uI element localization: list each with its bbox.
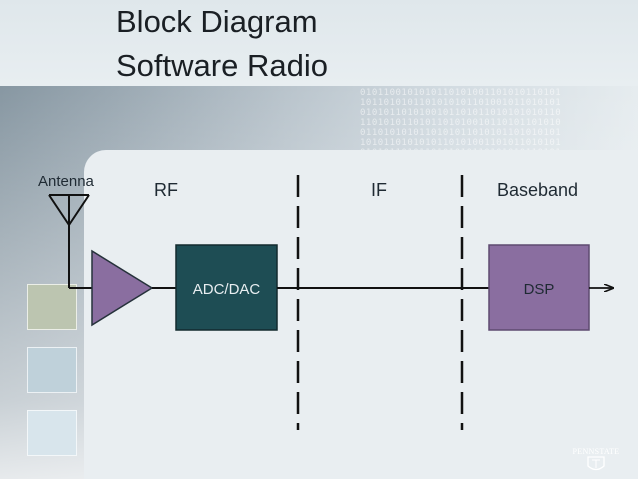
adc-dac-label: ADC/DAC bbox=[193, 281, 261, 298]
section-label-baseband: Baseband bbox=[497, 180, 578, 200]
dsp-label: DSP bbox=[524, 281, 555, 298]
section-label-if: IF bbox=[371, 180, 387, 200]
shield-icon bbox=[587, 456, 605, 471]
section-label-rf: RF bbox=[154, 180, 178, 200]
pennstate-logo: PENNSTATE bbox=[573, 447, 620, 471]
logo-wordmark: PENNSTATE bbox=[573, 447, 620, 456]
antenna-label: Antenna bbox=[38, 173, 95, 190]
title-background bbox=[0, 0, 638, 86]
decorative-square bbox=[27, 284, 77, 330]
dsp-block bbox=[488, 244, 590, 331]
slide-title: Block Diagram bbox=[116, 4, 318, 39]
decorative-square bbox=[27, 410, 77, 456]
amplifier-icon bbox=[91, 249, 154, 327]
adc-dac-block bbox=[175, 244, 278, 331]
decorative-square bbox=[27, 347, 77, 393]
antenna-icon bbox=[48, 194, 92, 289]
slide-subtitle: Software Radio bbox=[116, 48, 328, 83]
